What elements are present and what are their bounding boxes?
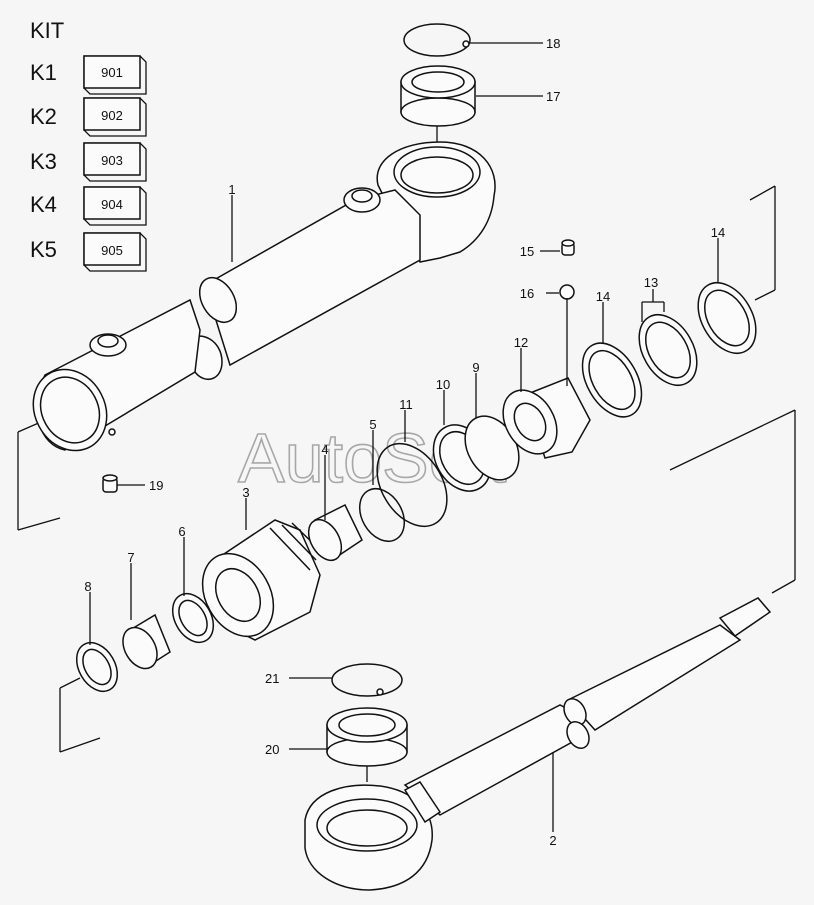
callout-2: 2 [549, 833, 556, 848]
kit-row-k5: K5 905 [30, 232, 147, 272]
kit-row-code: 905 [101, 243, 123, 258]
callout-18: 18 [546, 36, 560, 51]
part-seal-11 [376, 442, 448, 528]
callout-4: 4 [321, 442, 328, 457]
kit-row-k2: K2 902 [30, 97, 147, 137]
kit-row-code: 902 [101, 108, 123, 123]
callout-20: 20 [265, 742, 279, 757]
part-snap-ring-18 [403, 23, 471, 57]
kit-row-label: K5 [30, 237, 57, 262]
kit-row-code: 901 [101, 65, 123, 80]
callout-9: 9 [472, 360, 479, 375]
part-bushing-20 [326, 707, 408, 767]
callout-21: 21 [265, 671, 279, 686]
part-snap-ring-21 [331, 663, 403, 697]
callout-1: 1 [228, 182, 235, 197]
kit-row-label: K3 [30, 149, 57, 174]
callout-17: 17 [546, 89, 560, 104]
part-seal-13 [638, 314, 698, 386]
part-sleeve-4 [307, 503, 363, 562]
part-ring-6 [171, 593, 215, 643]
part-ring-7 [122, 613, 171, 670]
leader-lines [89, 42, 719, 832]
part-ring-14b [697, 282, 757, 354]
callout-15: 15 [520, 244, 534, 259]
part-wiper-8 [75, 642, 119, 692]
part-bushing-17 [400, 65, 476, 127]
callout-3: 3 [242, 485, 249, 500]
part-screw-15 [561, 239, 575, 256]
callout-numbers: 1 2 3 4 5 6 7 8 9 10 11 12 13 14 14 15 1… [84, 36, 725, 848]
kit-row-code: 903 [101, 153, 123, 168]
callout-8: 8 [84, 579, 91, 594]
kit-heading: KIT [30, 18, 64, 43]
part-piston-rod [304, 597, 772, 891]
kit-legend: KIT K1 901 K2 902 K3 903 K4 904 K5 [30, 18, 147, 272]
callout-19: 19 [149, 478, 163, 493]
callout-6: 6 [178, 524, 185, 539]
part-ball-16 [559, 284, 575, 300]
callout-10: 10 [436, 377, 450, 392]
part-piston [201, 519, 321, 641]
callout-11: 11 [399, 397, 413, 412]
callout-12: 12 [514, 335, 528, 350]
kit-row-k1: K1 901 [30, 55, 147, 95]
part-cylinder-tube [32, 141, 496, 452]
part-gland-12 [502, 377, 591, 459]
callout-5: 5 [369, 417, 376, 432]
callout-7: 7 [127, 550, 134, 565]
part-plug-19 [102, 474, 118, 493]
callout-13: 13 [644, 275, 658, 290]
part-snap-ring-5 [358, 488, 406, 542]
callout-14b: 14 [711, 225, 725, 240]
kit-row-k3: K3 903 [30, 142, 147, 182]
kit-row-k4: K4 904 [30, 186, 147, 226]
part-ring-14a [581, 342, 643, 418]
kit-row-label: K2 [30, 104, 57, 129]
kit-row-code: 904 [101, 197, 123, 212]
kit-row-label: K1 [30, 60, 57, 85]
callout-14a: 14 [596, 289, 610, 304]
kit-row-label: K4 [30, 192, 57, 217]
callout-16: 16 [520, 286, 534, 301]
